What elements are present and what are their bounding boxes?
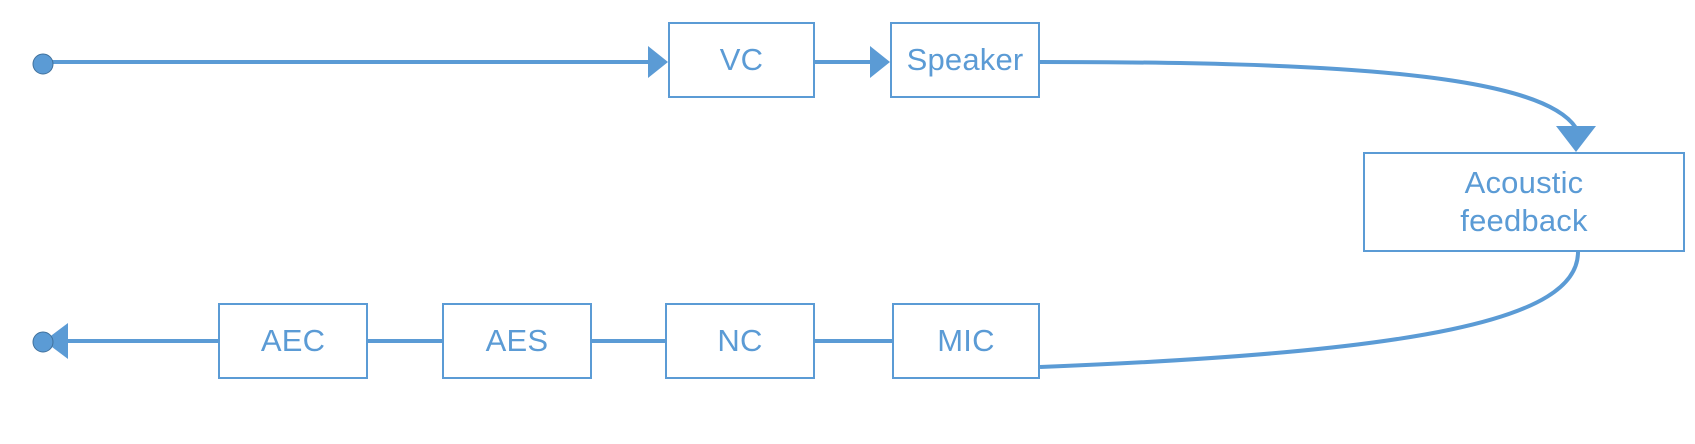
arrowhead-into-speaker bbox=[870, 46, 890, 78]
edge-input-to-vc bbox=[50, 46, 668, 78]
arrowhead-into-uplink-output bbox=[44, 323, 68, 359]
node-acoustic-feedback-label: Acoustic feedback bbox=[1460, 165, 1588, 238]
edge-speaker-to-acoustic-curve bbox=[1039, 60, 1578, 130]
node-nc[interactable]: NC bbox=[665, 303, 815, 379]
node-speaker-label: Speaker bbox=[906, 42, 1024, 78]
node-mic[interactable]: MIC bbox=[892, 303, 1040, 379]
node-aec[interactable]: AEC bbox=[218, 303, 368, 379]
node-aes-label: AES bbox=[485, 323, 549, 359]
edge-acoustic-to-mic bbox=[1039, 251, 1580, 369]
node-acoustic-feedback[interactable]: Acoustic feedback bbox=[1363, 152, 1685, 252]
edge-vc-to-speaker bbox=[815, 46, 890, 78]
downlink-input-terminal-dot bbox=[32, 53, 54, 75]
uplink-output-terminal-dot bbox=[32, 331, 54, 353]
node-vc-label: VC bbox=[719, 42, 764, 78]
arrowhead-into-acoustic-feedback bbox=[1556, 126, 1596, 152]
arrowhead-into-vc bbox=[648, 46, 668, 78]
edge-speaker-to-acoustic bbox=[1039, 60, 1596, 152]
edge-aec-to-output bbox=[44, 323, 218, 359]
node-vc[interactable]: VC bbox=[668, 22, 815, 98]
node-nc-label: NC bbox=[717, 323, 763, 359]
edge-acoustic-to-mic-curve bbox=[1039, 251, 1580, 369]
node-mic-label: MIC bbox=[937, 323, 995, 359]
node-speaker[interactable]: Speaker bbox=[890, 22, 1040, 98]
node-aec-label: AEC bbox=[260, 323, 326, 359]
node-aes[interactable]: AES bbox=[442, 303, 592, 379]
